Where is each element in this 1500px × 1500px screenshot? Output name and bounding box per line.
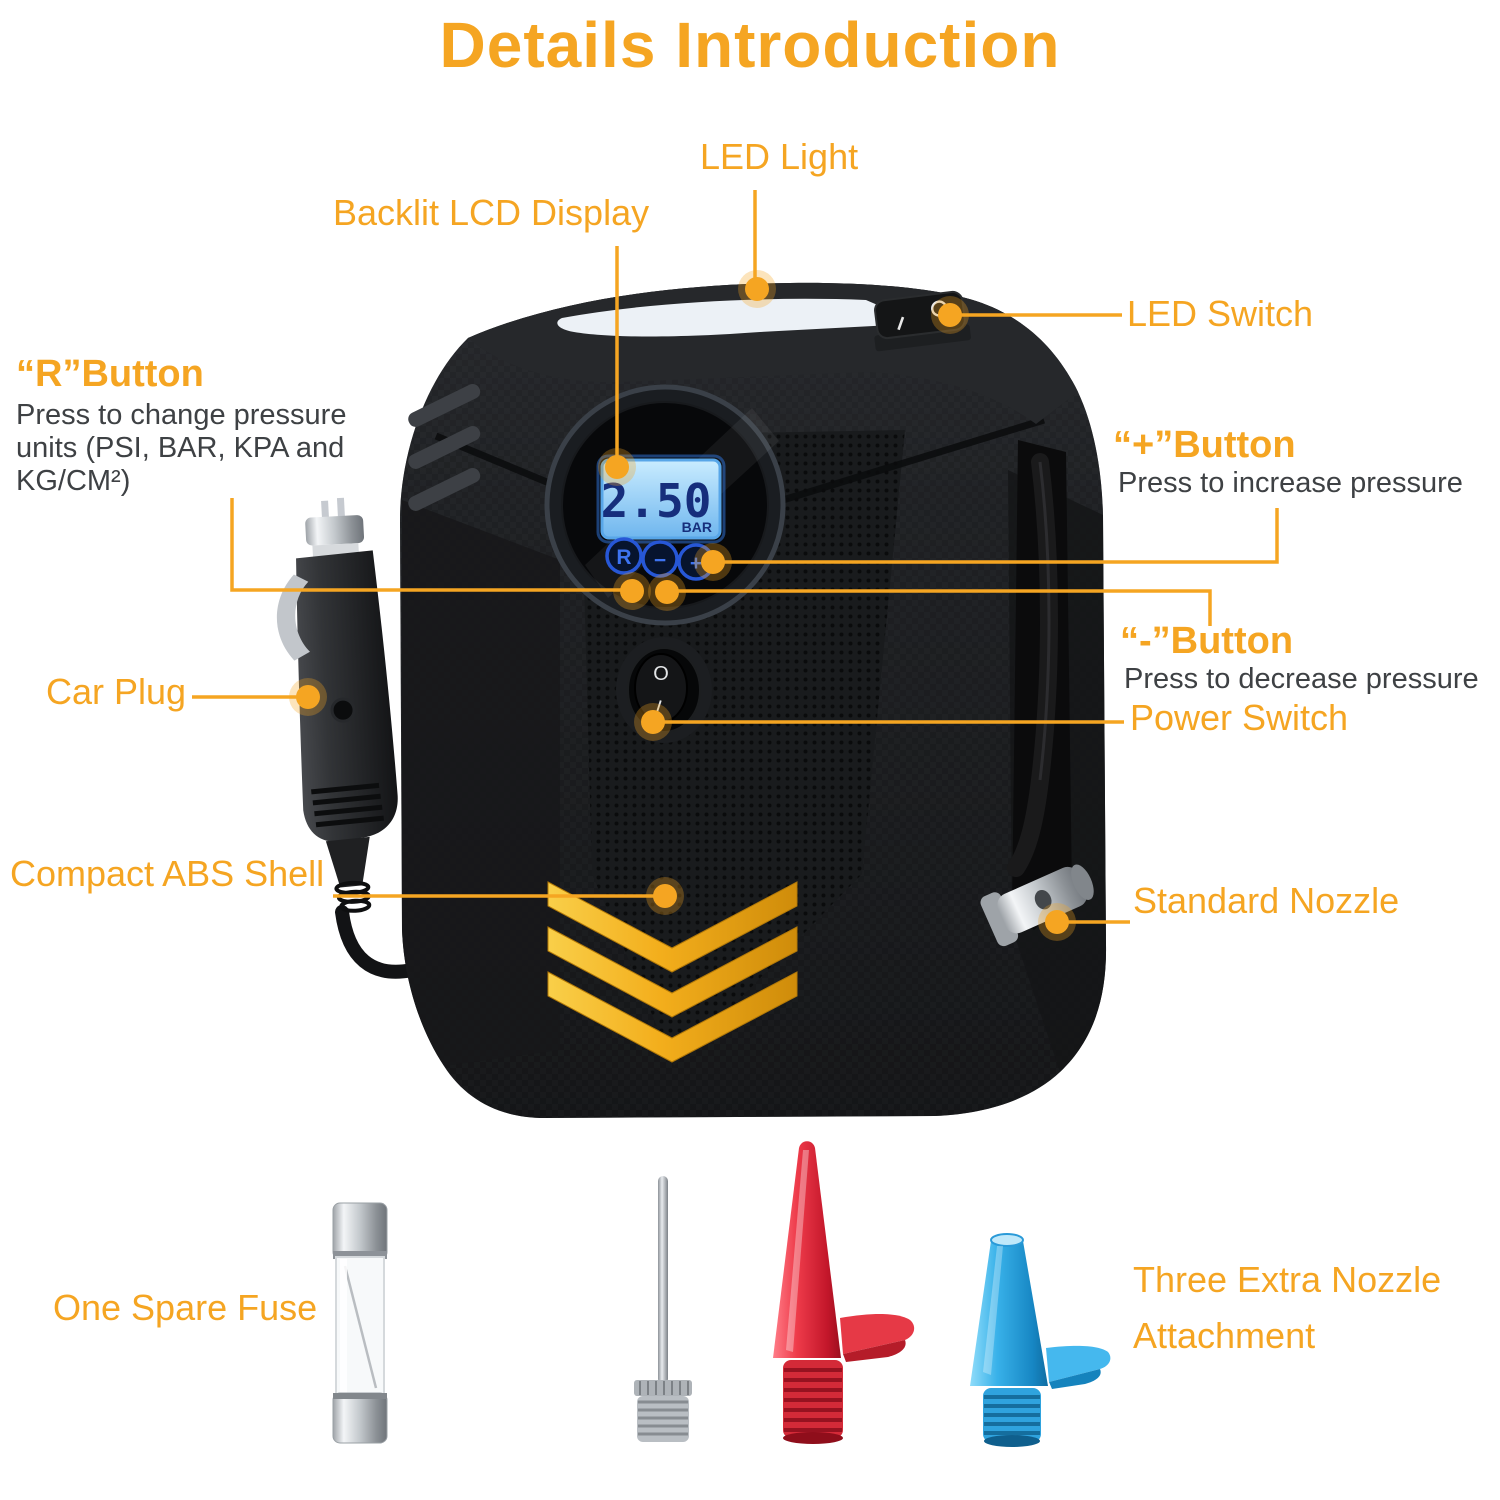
needle-nozzle-image <box>634 1176 692 1442</box>
lcd-unit: BAR <box>682 519 712 535</box>
standard-nozzle-metal <box>980 864 1094 947</box>
spare-fuse-image <box>332 1202 388 1444</box>
minus-button-glyph: − <box>654 549 666 572</box>
callout-label-led-switch: LED Switch <box>1127 293 1314 334</box>
power-off-mark: O <box>653 663 669 685</box>
tire-inflator-device: 2.50 BAR R − + O I <box>400 282 1107 1118</box>
callout-label-r-button: “R”Button <box>16 353 204 395</box>
led-light-strip <box>557 298 901 337</box>
callout-label-led-light: LED Light <box>700 136 859 177</box>
blue-cone-nozzle-image <box>970 1233 1111 1447</box>
callout-label-minus-button: “-”Button <box>1120 620 1294 662</box>
power-switch-control: O I <box>616 637 712 743</box>
pressure-gauge: 2.50 BAR R − + <box>544 384 786 626</box>
gauge-buttons: R − + <box>605 537 715 581</box>
callout-label-spare-fuse: One Spare Fuse <box>53 1287 318 1328</box>
red-cone-nozzle-image <box>773 1141 915 1444</box>
plus-button-glyph: + <box>690 552 702 575</box>
r-button-glyph: R <box>616 546 631 569</box>
callout-desc-minus-button: Press to decrease pressure <box>1124 663 1479 695</box>
callout-label-extra-nozzles: Three Extra Nozzle Attachment <box>1133 1259 1442 1356</box>
callout-desc-plus-button: Press to increase pressure <box>1118 467 1463 499</box>
callout-label-backlit-lcd: Backlit LCD Display <box>333 192 650 233</box>
minus-button-control <box>641 540 679 578</box>
callout-label-power-switch: Power Switch <box>1130 697 1349 738</box>
callout-label-plus-button: “+”Button <box>1113 424 1296 466</box>
callout-label-car-plug: Car Plug <box>46 671 187 712</box>
callout-label-standard-nozzle: Standard Nozzle <box>1133 880 1400 921</box>
gold-chevrons <box>547 881 798 1063</box>
led-on-mark <box>897 316 905 331</box>
page-title: Details Introduction <box>439 9 1061 81</box>
plug-side-contact <box>277 574 310 661</box>
callout-desc-r-button: Press to change pressure units (PSI, BAR… <box>16 399 347 497</box>
callout-label-abs-shell: Compact ABS Shell <box>10 853 325 894</box>
